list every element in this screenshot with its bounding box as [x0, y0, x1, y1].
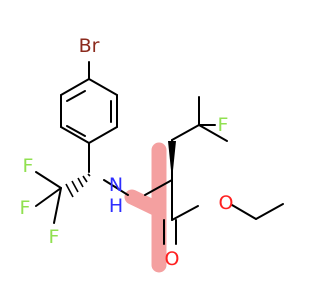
amine-hydrogen-label: H	[109, 195, 123, 217]
carbonyl-oxygen-label: O	[165, 248, 180, 270]
fluorine-label-cf: F	[218, 114, 229, 136]
stereo-highlight	[124, 142, 167, 273]
backbone-bonds	[35, 96, 284, 245]
ester-oxygen-label: O	[219, 192, 234, 214]
bromine-label: Br	[79, 35, 100, 57]
fluorine-label-cf3-top: F	[23, 155, 34, 177]
fluorine-label-cf3-mid: F	[20, 197, 31, 219]
atom-labels: Br F F F F N H O O	[20, 35, 234, 270]
amine-nitrogen-label: N	[109, 174, 123, 196]
benzene-ring	[60, 61, 118, 144]
molecule-structure: Br F F F F N H O O	[20, 35, 284, 273]
wedge-bonds	[65, 141, 176, 198]
fluorine-label-cf3-bottom: F	[49, 226, 60, 248]
